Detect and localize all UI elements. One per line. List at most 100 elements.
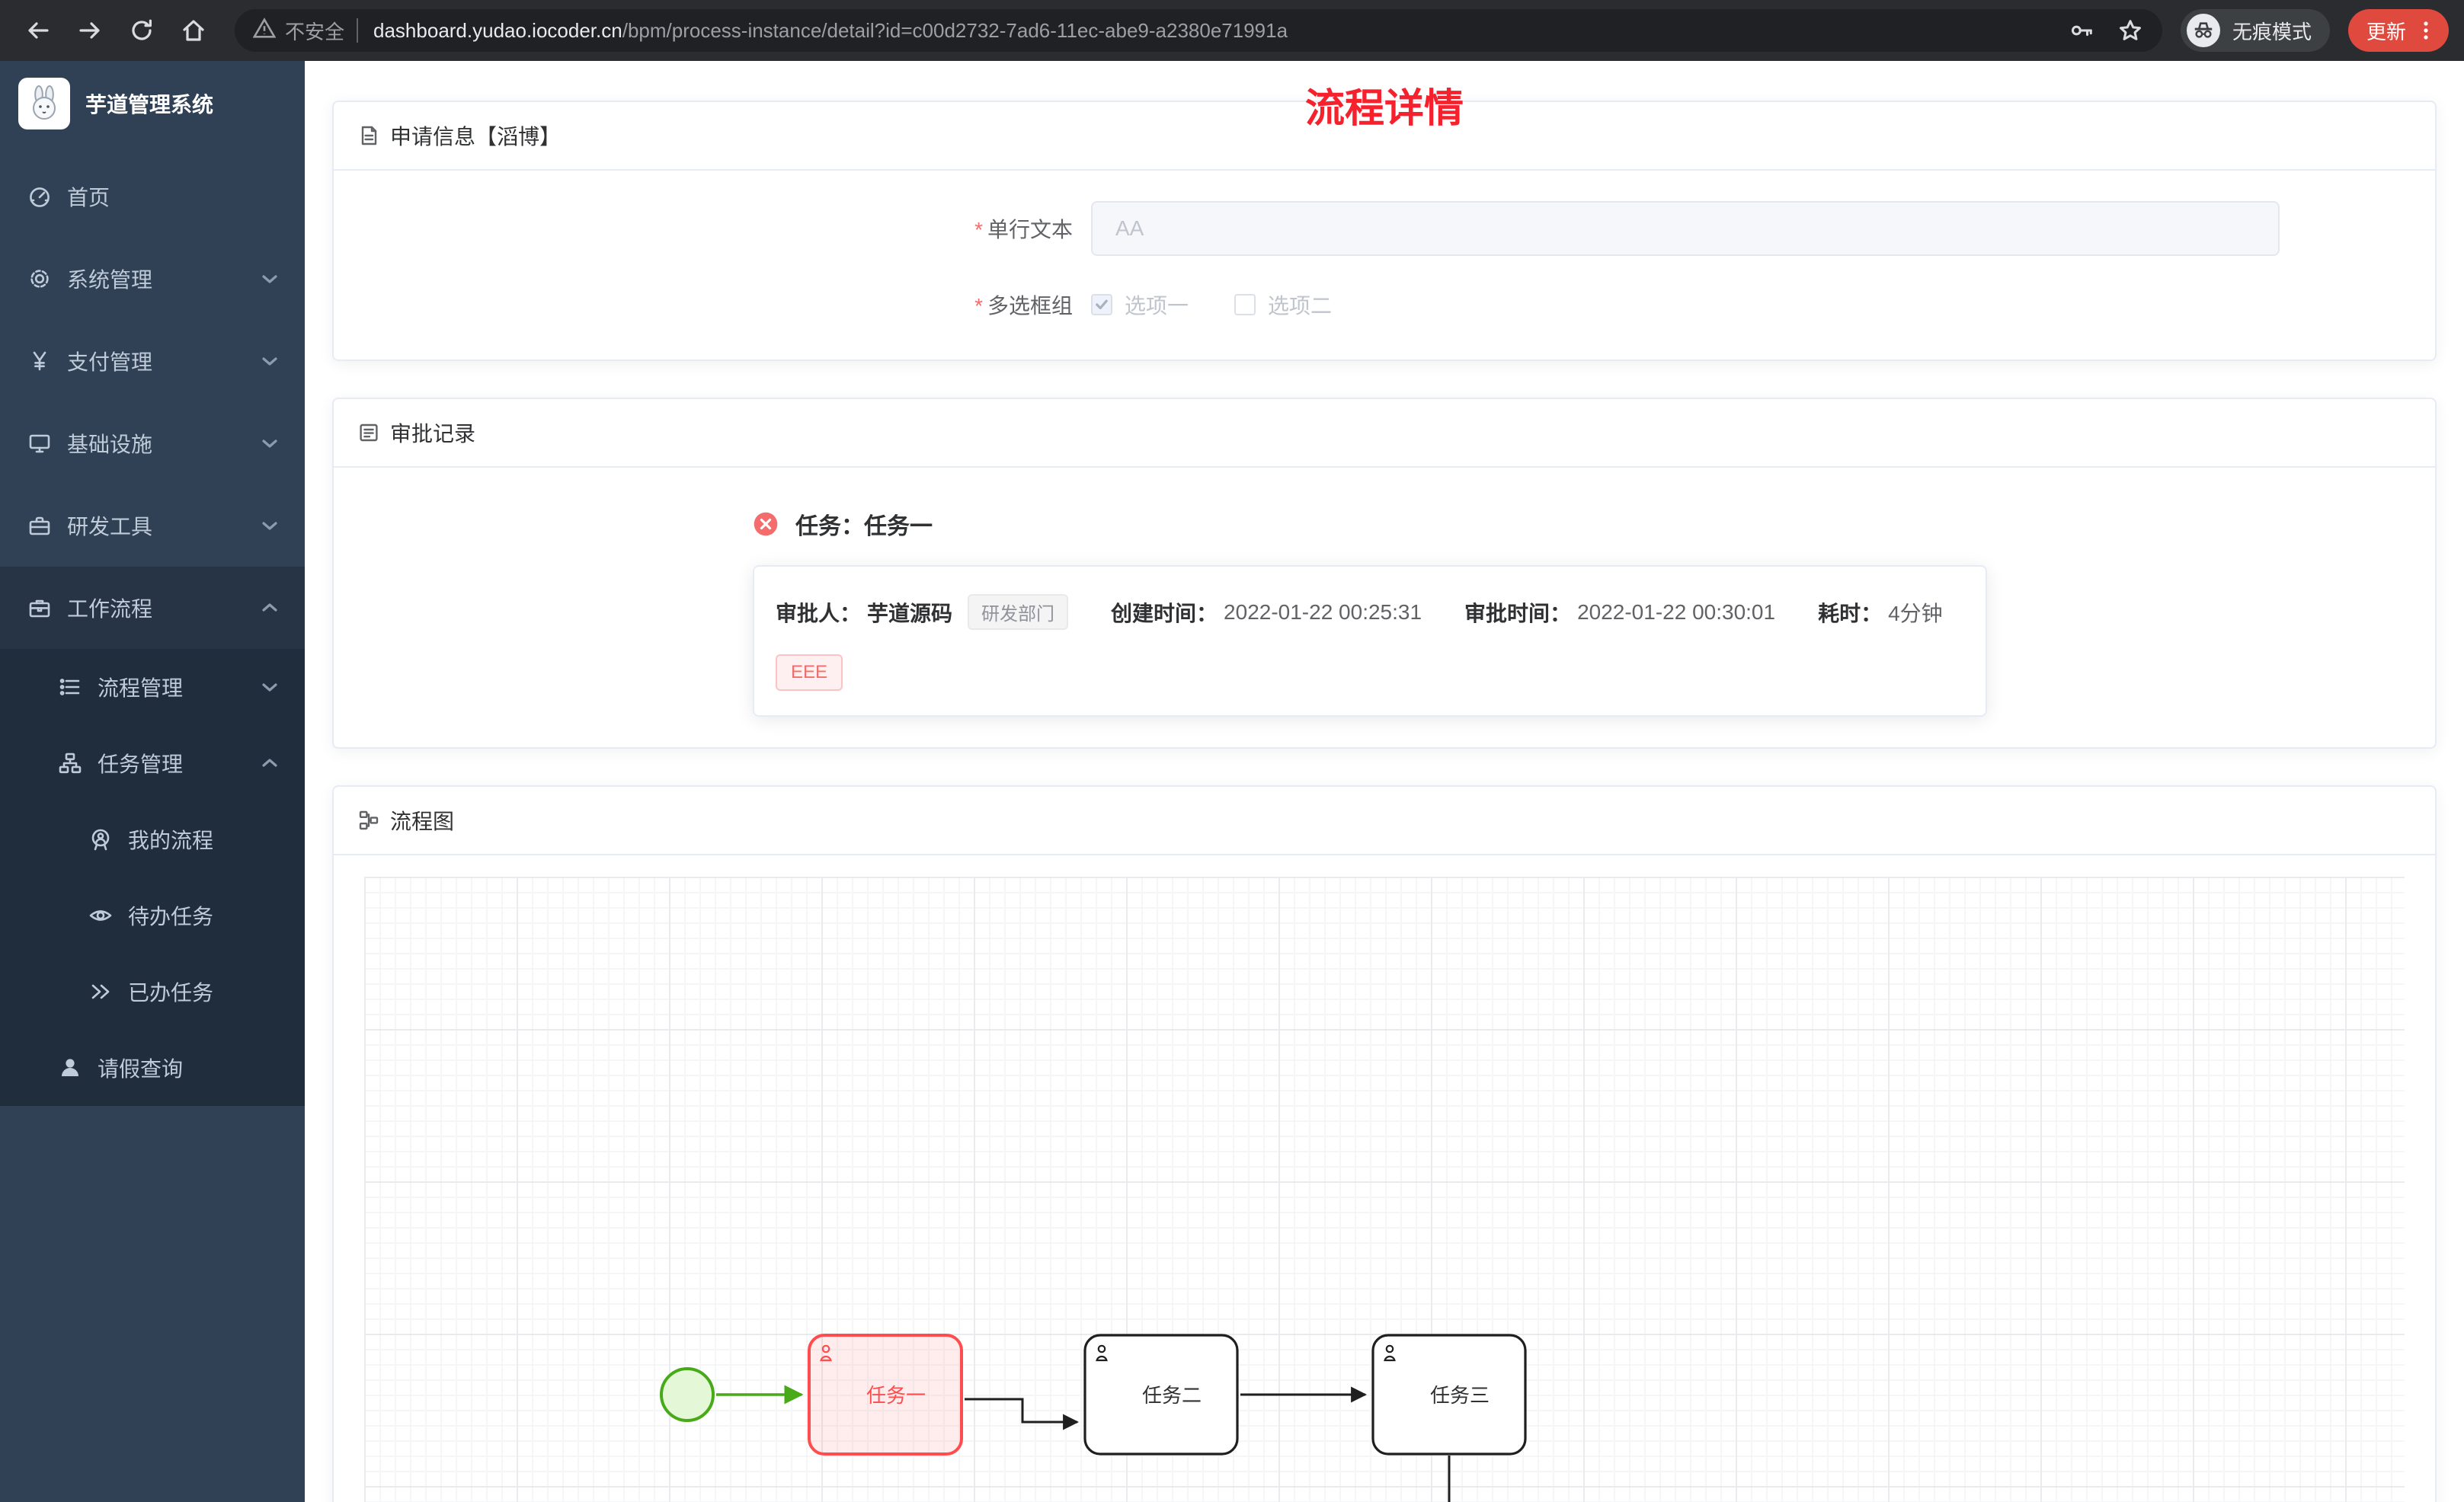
sidebar-item-payment[interactable]: 支付管理	[0, 320, 305, 402]
sidebar-item-task-management[interactable]: 任务管理	[0, 725, 305, 801]
required-asterisk: *	[974, 218, 983, 241]
app-logo[interactable]: 芋道管理系统	[0, 61, 305, 146]
forward-button[interactable]	[67, 8, 113, 53]
text-field-row: *单行文本	[890, 201, 2405, 256]
sidebar-item-label: 研发工具	[67, 515, 153, 538]
sidebar-item-label: 待办任务	[128, 905, 214, 928]
checkbox-label: 选项一	[1125, 294, 1189, 318]
bpmn-canvas[interactable]: 任务一 任务二	[364, 877, 2405, 1502]
start-event-node[interactable]	[660, 1367, 715, 1422]
approved-time-label: 审批时间：	[1464, 601, 1572, 625]
diagram-icon	[359, 810, 379, 830]
task-node-1-current[interactable]: 任务一	[808, 1334, 963, 1456]
process-diagram-card: 流程图	[332, 785, 2437, 1502]
approver-name: 芋道源码	[867, 601, 953, 625]
chevron-down-icon	[262, 437, 277, 449]
approval-detail-row: 审批人： 芋道源码 研发部门 创建时间： 2022-01-22 00:25:31…	[776, 594, 1964, 630]
approved-time-pair: 审批时间： 2022-01-22 00:30:01	[1464, 597, 1775, 628]
sidebar-item-label: 我的流程	[128, 829, 214, 852]
sidebar-item-label: 支付管理	[67, 350, 153, 374]
back-button[interactable]	[15, 8, 61, 53]
sidebar-item-home[interactable]: 首页	[0, 155, 305, 238]
created-time-value: 2022-01-22 00:25:31	[1224, 599, 1422, 624]
incognito-profile-chip[interactable]: 无痕模式	[2180, 9, 2330, 52]
list-icon	[58, 675, 82, 699]
main-content: 流程详情 申请信息【滔博】 *单行文本 *多选框组	[305, 61, 2464, 1502]
single-line-text-input[interactable]	[1091, 201, 2280, 256]
check-icon	[1096, 299, 1108, 310]
incognito-label: 无痕模式	[2232, 20, 2312, 43]
approval-task-title: 任务：任务一	[795, 514, 933, 539]
sidebar-item-leave-query[interactable]: 请假查询	[0, 1030, 305, 1106]
sidebar-item-workflow[interactable]: 工作流程	[0, 567, 305, 649]
sidebar: 芋道管理系统 首页 系统管理 支付管理	[0, 61, 305, 1502]
eye-icon	[88, 903, 113, 928]
checkbox-unchecked	[1234, 294, 1256, 315]
back-icon	[28, 22, 49, 39]
duration-label: 耗时：	[1818, 601, 1883, 625]
task-label: 任务三	[1430, 1384, 1490, 1407]
star-icon	[2119, 20, 2141, 40]
checkbox-label: 选项二	[1268, 294, 1333, 318]
update-button[interactable]: 更新	[2347, 9, 2449, 52]
approval-timeline: 任务：任务一 审批人： 芋道源码 研发部门 创建时间：	[364, 507, 2405, 717]
apply-info-card: 申请信息【滔博】 *单行文本 *多选框组	[332, 101, 2437, 361]
task-node-3[interactable]: 任务三	[1371, 1334, 1527, 1456]
forward-icon	[79, 22, 100, 39]
created-time-pair: 创建时间： 2022-01-22 00:25:31	[1111, 597, 1422, 628]
approval-comment-tag: EEE	[776, 654, 843, 691]
sidebar-item-label: 已办任务	[128, 981, 214, 1005]
document-icon	[361, 126, 377, 145]
chevron-down-icon	[262, 681, 277, 693]
sidebar-nav: 首页 系统管理 支付管理 基础设施	[0, 146, 305, 1106]
sidebar-item-todo-tasks[interactable]: 待办任务	[0, 877, 305, 954]
logo-avatar	[18, 78, 70, 129]
browser-toolbar: 不安全 dashboard.yudao.iocoder.cn/bpm/proce…	[0, 0, 2464, 61]
reload-button[interactable]	[119, 8, 165, 53]
user-icon	[58, 1056, 82, 1080]
address-bar[interactable]: 不安全 dashboard.yudao.iocoder.cn/bpm/proce…	[235, 9, 2162, 52]
omnibox-divider	[357, 18, 359, 43]
checkbox-field-row: *多选框组 选项一 选项二	[890, 289, 2405, 320]
checkbox-option-1[interactable]: 选项一	[1091, 289, 1189, 320]
task-label: 任务二	[1142, 1384, 1202, 1407]
key-icon	[2071, 25, 2092, 37]
sidebar-item-dev-tools[interactable]: 研发工具	[0, 484, 305, 567]
sidebar-item-done-tasks[interactable]: 已办任务	[0, 954, 305, 1030]
sidebar-item-infrastructure[interactable]: 基础设施	[0, 402, 305, 484]
approval-record-card-title: 审批记录	[390, 422, 476, 446]
sidebar-item-label: 工作流程	[67, 597, 153, 621]
bookmark-star-button[interactable]	[2107, 8, 2153, 53]
monitor-icon	[27, 431, 52, 455]
chevron-down-icon	[262, 519, 277, 532]
record-icon	[360, 423, 378, 442]
sidebar-item-my-processes[interactable]: 我的流程	[0, 801, 305, 877]
created-time-label: 创建时间：	[1111, 601, 1218, 625]
chevron-up-icon	[262, 602, 277, 614]
chevron-down-icon	[262, 355, 277, 367]
workflow-submenu: 流程管理 任务管理 我的流程 待办任务	[0, 649, 305, 1106]
sidebar-item-process-management[interactable]: 流程管理	[0, 649, 305, 725]
sidebar-item-label: 首页	[67, 186, 110, 209]
duration-value: 4分钟	[1888, 601, 1943, 625]
tree-icon	[58, 751, 82, 775]
approval-task-head: 任务：任务一	[753, 507, 2405, 541]
chevron-down-icon	[262, 273, 277, 285]
task-node-2[interactable]: 任务二	[1083, 1334, 1239, 1456]
checkbox-option-2[interactable]: 选项二	[1234, 289, 1332, 320]
password-key-button[interactable]	[2059, 8, 2104, 53]
gear-icon	[27, 267, 52, 291]
yen-icon	[27, 349, 52, 373]
sidebar-item-label: 系统管理	[67, 268, 153, 292]
home-icon	[183, 20, 204, 41]
reload-icon	[132, 19, 152, 40]
bpmn-diagram: 任务一 任务二	[660, 1334, 1527, 1502]
home-button[interactable]	[171, 8, 216, 53]
not-secure-warning-icon	[252, 17, 277, 45]
double-arrow-icon	[88, 979, 113, 1004]
kebab-menu-icon	[2424, 21, 2428, 40]
sidebar-item-label: 请假查询	[98, 1057, 184, 1081]
apply-info-card-title: 申请信息【滔博】	[390, 125, 562, 149]
sidebar-item-system[interactable]: 系统管理	[0, 238, 305, 320]
